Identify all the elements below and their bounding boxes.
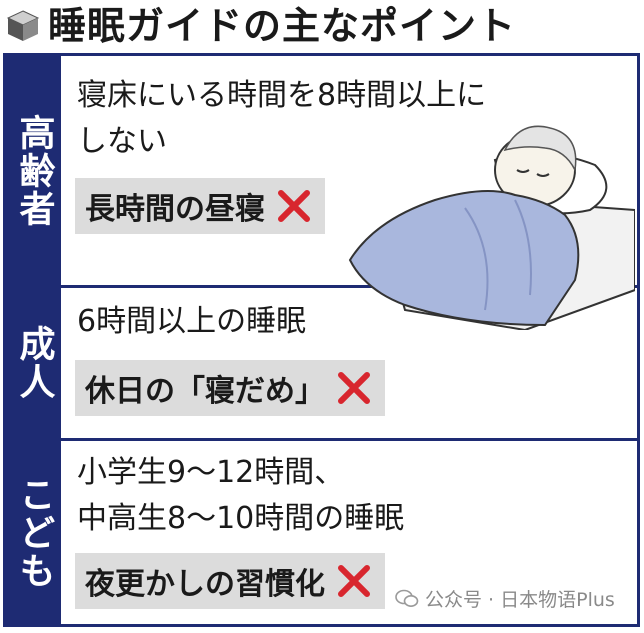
avoid-note: 長時間の昼寝 (75, 178, 325, 234)
avoid-note-label: 休日の「寝だめ」 (85, 374, 325, 409)
x-mark-icon (338, 372, 370, 404)
category-sidebar (6, 56, 61, 624)
watermark-text: 公众号 · 日本物语Plus (425, 589, 615, 611)
guideline-text: 6時間以上の睡眠 (77, 304, 307, 339)
category-adult: 成人 (6, 288, 61, 438)
sleeping-person-illustration (348, 125, 635, 330)
category-label: こども (13, 475, 55, 590)
x-mark-icon (278, 190, 310, 222)
section-children: 小学生9〜12時間、 中高生8〜10時間の睡眠 夜更かしの習慣化 (61, 441, 637, 624)
row-divider (6, 285, 637, 288)
cube-icon (6, 10, 40, 41)
x-mark-icon (338, 565, 370, 597)
watermark: 公众号 · 日本物语Plus (395, 585, 615, 612)
guide-table: 高齢者 成人 こども 寝床にいる時間を8時間以上に しない 長時間の昼寝 6時間… (3, 53, 640, 627)
section-elderly: 寝床にいる時間を8時間以上に しない 長時間の昼寝 (61, 56, 637, 285)
guideline-text: 小学生9〜12時間、 (77, 455, 345, 490)
header: 睡眠ガイドの主なポイント (0, 0, 644, 52)
category-label: 高齢者 (13, 113, 55, 228)
guideline-text: 中高生8〜10時間の睡眠 (77, 501, 405, 536)
section-adult: 6時間以上の睡眠 休日の「寝だめ」 (61, 288, 637, 438)
avoid-note: 夜更かしの習慣化 (75, 553, 385, 609)
category-children: こども (6, 441, 61, 624)
page-title: 睡眠ガイドの主なポイント (48, 4, 517, 48)
guideline-text: 寝床にいる時間を8時間以上に (77, 78, 487, 113)
wechat-icon (395, 589, 419, 607)
guideline-text: しない (77, 124, 167, 159)
row-divider (6, 438, 637, 441)
avoid-note-label: 長時間の昼寝 (85, 192, 265, 227)
avoid-note-label: 夜更かしの習慣化 (85, 567, 325, 602)
category-label: 成人 (13, 325, 55, 401)
avoid-note: 休日の「寝だめ」 (75, 360, 385, 416)
category-elderly: 高齢者 (6, 56, 61, 285)
